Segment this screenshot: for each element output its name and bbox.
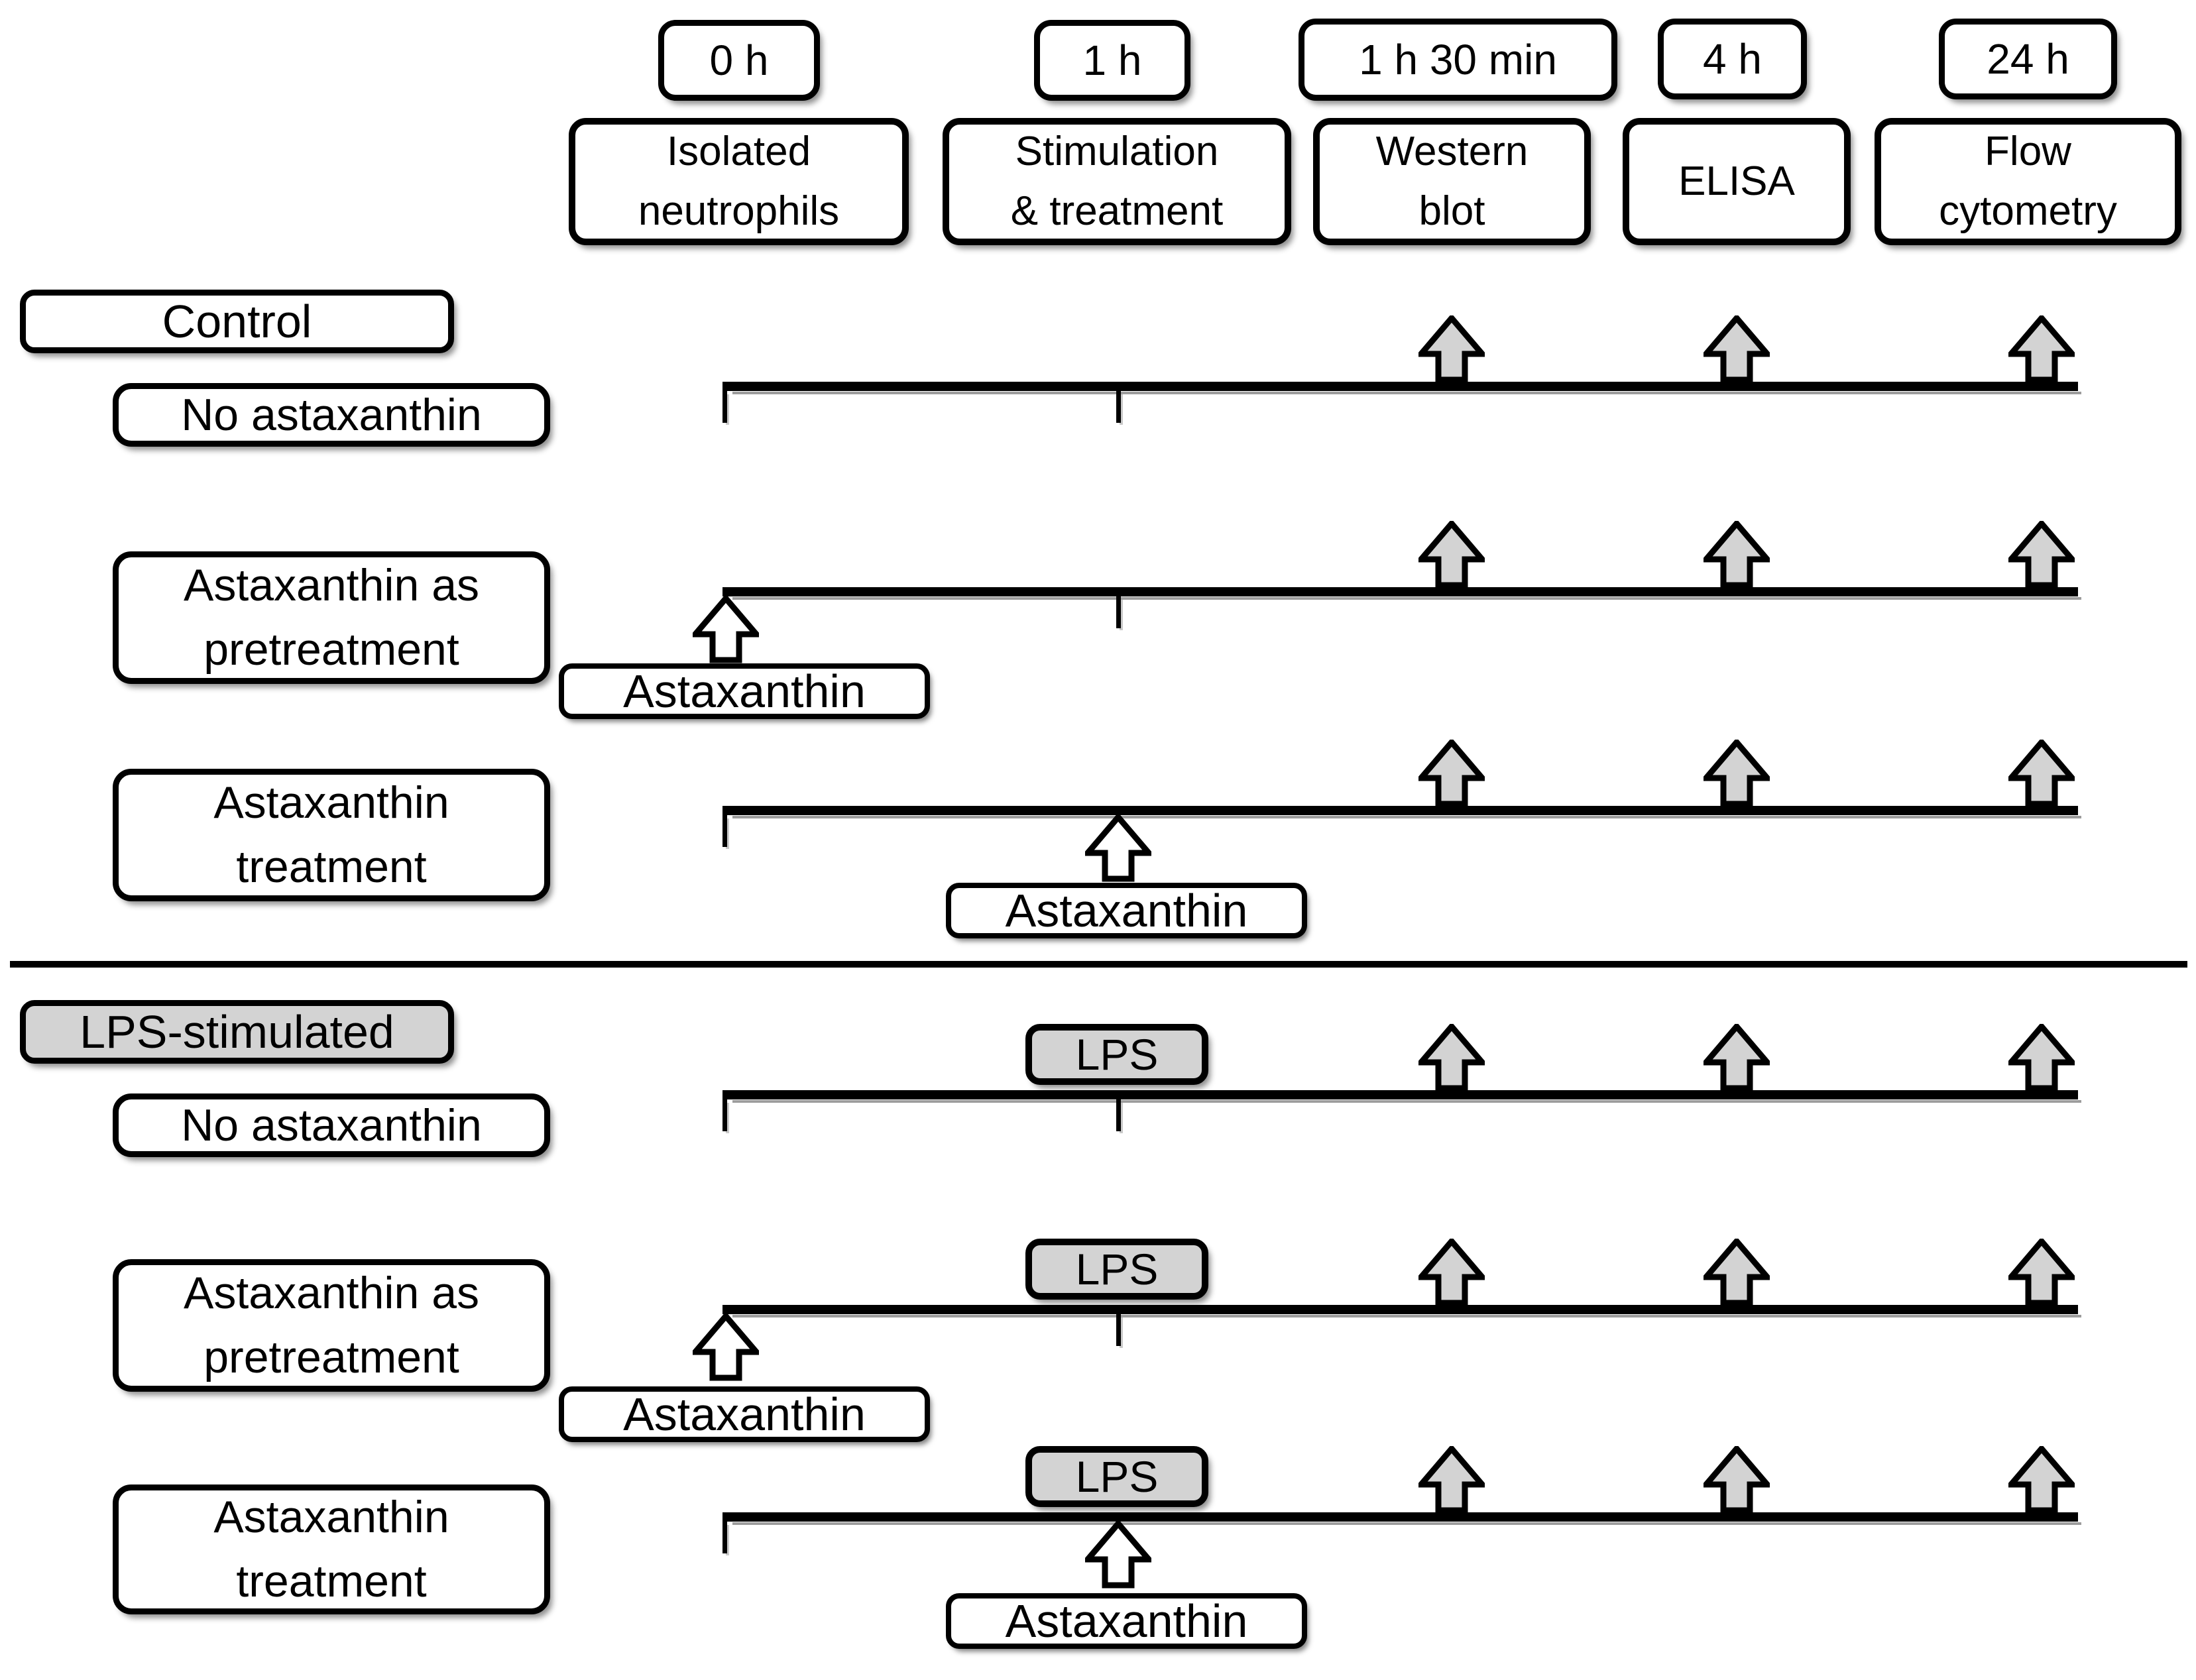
- row-label-control-treatment: Astaxanthin treatment: [113, 769, 550, 901]
- measurement-arrow-icon: [1418, 315, 1485, 383]
- section-label-lps-stimulated: LPS-stimulated: [20, 1000, 454, 1064]
- timeline-lps-no-astaxanthin: [722, 1090, 2078, 1099]
- measurement-arrow-icon: [1418, 1446, 1485, 1514]
- row-label-control-pretreatment: Astaxanthin as pretreatment: [113, 551, 550, 684]
- measurement-arrow-icon: [1704, 521, 1770, 588]
- stage-box-elisa: ELISA: [1623, 118, 1851, 245]
- timeline-control-pretreatment: [722, 587, 2078, 596]
- measurement-arrow-icon: [1704, 315, 1770, 383]
- measurement-arrow-icon: [1418, 1024, 1485, 1092]
- timeline-control-treatment: [722, 806, 2078, 815]
- lps-box: LPS: [1025, 1239, 1208, 1300]
- time-label-24h: 24 h: [1939, 19, 2117, 99]
- tick-1h: [1116, 1099, 1121, 1131]
- row-label-lps-treatment: Astaxanthin treatment: [113, 1484, 550, 1614]
- stage-box-stimulation-treatment: Stimulation & treatment: [943, 118, 1291, 245]
- time-label-1h: 1 h: [1034, 20, 1190, 101]
- tick-1h: [1116, 1314, 1121, 1346]
- section-label-control: Control: [20, 290, 454, 353]
- tick-1h: [1116, 391, 1121, 423]
- measurement-arrow-icon: [1704, 1024, 1770, 1092]
- astaxanthin-box: Astaxanthin: [559, 1386, 930, 1442]
- astaxanthin-addition-arrow-icon: [693, 596, 759, 663]
- time-label-1h30min: 1 h 30 min: [1299, 19, 1617, 101]
- timeline-control-no-astaxanthin: [722, 382, 2078, 391]
- lps-box: LPS: [1025, 1024, 1208, 1085]
- measurement-arrow-icon: [2008, 1239, 2075, 1306]
- stage-box-isolated-neutrophils: Isolated neutrophils: [569, 118, 909, 245]
- measurement-arrow-icon: [1418, 740, 1485, 807]
- measurement-arrow-icon: [2008, 740, 2075, 807]
- lps-box: LPS: [1025, 1446, 1208, 1507]
- tick-0h: [722, 1522, 727, 1553]
- astaxanthin-box: Astaxanthin: [559, 663, 930, 719]
- measurement-arrow-icon: [1418, 1239, 1485, 1306]
- stage-box-western-blot: Western blot: [1313, 118, 1591, 245]
- astaxanthin-box: Astaxanthin: [946, 883, 1307, 938]
- measurement-arrow-icon: [1704, 1446, 1770, 1514]
- stage-box-flow-cytometry: Flow cytometry: [1875, 118, 2181, 245]
- section-divider: [10, 961, 2187, 968]
- measurement-arrow-icon: [2008, 1024, 2075, 1092]
- measurement-arrow-icon: [1704, 1239, 1770, 1306]
- measurement-arrow-icon: [2008, 1446, 2075, 1514]
- measurement-arrow-icon: [1418, 521, 1485, 588]
- row-label-lps-pretreatment: Astaxanthin as pretreatment: [113, 1259, 550, 1392]
- tick-0h: [722, 391, 727, 423]
- row-label-control-no-astaxanthin: No astaxanthin: [113, 383, 550, 447]
- measurement-arrow-icon: [2008, 521, 2075, 588]
- tick-0h: [722, 1099, 727, 1131]
- astaxanthin-addition-arrow-icon: [693, 1314, 759, 1381]
- time-label-0h: 0 h: [658, 20, 820, 101]
- astaxanthin-box: Astaxanthin: [946, 1593, 1307, 1649]
- tick-1h: [1116, 596, 1121, 628]
- measurement-arrow-icon: [1704, 740, 1770, 807]
- tick-0h: [722, 815, 727, 847]
- timeline-lps-pretreatment: [722, 1305, 2078, 1314]
- timeline-lps-treatment: [722, 1512, 2078, 1522]
- astaxanthin-addition-arrow-icon: [1085, 814, 1151, 882]
- measurement-arrow-icon: [2008, 315, 2075, 383]
- astaxanthin-addition-arrow-icon: [1085, 1521, 1151, 1589]
- time-label-4h: 4 h: [1658, 19, 1807, 99]
- row-label-lps-no-astaxanthin: No astaxanthin: [113, 1093, 550, 1157]
